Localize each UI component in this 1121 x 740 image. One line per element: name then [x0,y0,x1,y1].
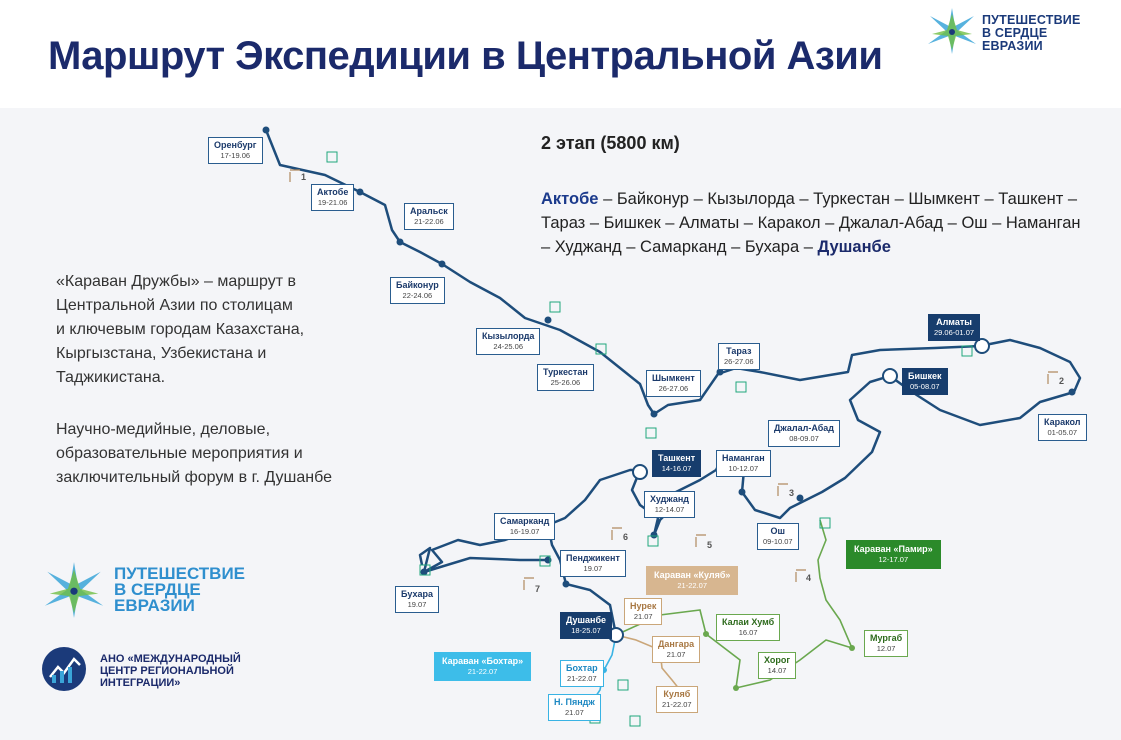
main-route-line [264,129,1082,574]
bukhara-samarkand-line [423,556,548,574]
checkpoint-3: 3 [789,488,795,498]
route-end: Душанбе [817,238,891,256]
description-para-1: «Караван Дружбы» – маршрут в Центральной… [56,273,305,386]
caravan-pamir[interactable]: Караван «Памир»12-17.07 [846,540,941,569]
star-logo-icon [44,562,104,618]
checkpoint-7: 7 [535,584,541,594]
checkpoint-2: 2 [1059,376,1065,386]
checkpoint-5: 5 [707,540,713,550]
ano-text: АНО «МЕЖДУНАРОДНЫЙ ЦЕНТР РЕГИОНАЛЬНОЙ ИН… [100,653,241,689]
star-logo-icon [928,8,976,54]
brand-text-mid: ПУТЕШЕСТВИЕ В СЕРДЦЕ ЕВРАЗИИ [114,564,246,615]
checkpoint-4: 4 [806,573,812,583]
stage-title: 2 этап (5800 км) [541,133,680,153]
pamir-route-line [615,519,854,690]
checkpoint-icon [289,169,1058,590]
route-line-2: Тараз – Бишкек – Алматы – Каракол – Джал… [541,214,1081,232]
caravan-bokhtar[interactable]: Караван «Бохтар»21-22.07 [434,652,532,681]
route-line-3: – Худжанд – Самарканд – Бухара – Душанбе [541,238,891,256]
page-title: Маршрут Экспедиции в Центральной Азии [48,34,883,78]
description-para-2: Научно-медийные, деловые, образовательны… [56,421,332,486]
route-start: Актобе [541,190,599,208]
caravan-kulyab[interactable]: Караван «Куляб»21-22.07 [646,566,739,595]
route-line-1: Актобе – Байконур – Кызылорда – Туркеста… [541,190,1078,208]
brand-logo-top: ПУТЕШЕСТВИЕ В СЕРДЦЕ ЕВРАЗИИ [924,6,1114,56]
checkpoint-6: 6 [623,532,629,542]
brand-logo-mid: ПУТЕШЕСТВИЕ В СЕРДЦЕ ЕВРАЗИИ [40,558,260,622]
pamir-dots [703,631,855,691]
ano-logo: АНО «МЕЖДУНАРОДНЫЙ ЦЕНТР РЕГИОНАЛЬНОЙ ИН… [40,645,280,695]
ano-emblem-icon [42,647,86,691]
brand-text: ПУТЕШЕСТВИЕ В СЕРДЦЕ ЕВРАЗИИ [982,13,1081,53]
checkpoint-1: 1 [301,172,307,182]
